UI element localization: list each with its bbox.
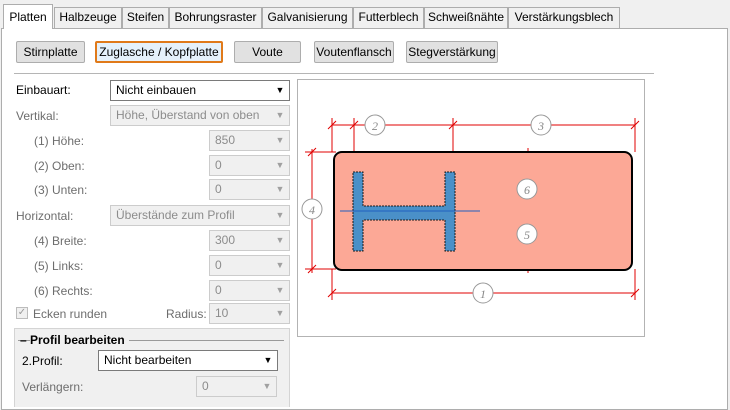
hoehe-label: (1) Höhe:: [34, 134, 85, 148]
unten-label: (3) Unten:: [34, 183, 88, 197]
ecken-runden-label: Ecken runden: [33, 307, 108, 321]
tab-halbzeuge[interactable]: Halbzeuge: [54, 7, 122, 28]
marker-4: 4: [301, 198, 323, 220]
tab-futterblech[interactable]: Futterblech: [353, 7, 424, 28]
chevron-down-icon: ▼: [275, 85, 285, 95]
chevron-down-icon: ▼: [275, 260, 285, 270]
links-value: 0: [215, 258, 222, 272]
unten-select[interactable]: 0 ▼: [209, 179, 290, 200]
radius-select[interactable]: 10 ▼: [209, 303, 290, 324]
chevron-down-icon: ▼: [275, 285, 285, 295]
vertikal-label: Vertikal:: [16, 109, 59, 123]
plate-shape: [333, 151, 633, 271]
verlaengern-label: Verlängern:: [22, 380, 84, 394]
ecken-runden-checkbox[interactable]: ✓: [16, 307, 28, 319]
tab-bohrungsraster[interactable]: Bohrungsraster: [169, 7, 262, 28]
horizontal-value: Überstände zum Profil: [116, 208, 235, 222]
horizontal-label: Horizontal:: [16, 209, 74, 223]
svg-text:4: 4: [309, 203, 315, 217]
einbauart-label: Einbauart:: [16, 83, 71, 97]
profil2-value: Nicht bearbeiten: [104, 353, 192, 367]
tab-schweissnaehte[interactable]: Schweißnähte: [424, 7, 508, 28]
verlaengern-select[interactable]: 0 ▼: [196, 376, 277, 397]
voute-button[interactable]: Voute: [234, 41, 301, 63]
marker-6: 6: [516, 178, 538, 200]
oben-label: (2) Oben:: [34, 159, 85, 173]
links-label: (5) Links:: [34, 259, 84, 273]
radius-value: 10: [215, 306, 229, 320]
rechts-value: 0: [215, 283, 222, 297]
group-collapse-icon[interactable]: –: [20, 333, 27, 347]
svg-text:2: 2: [372, 119, 378, 133]
verlaengern-value: 0: [202, 379, 209, 393]
breite-label: (4) Breite:: [34, 234, 87, 248]
marker-3: 3: [530, 114, 552, 136]
plate-diagram-panel: 2 3 4 6 5 1: [297, 79, 645, 337]
stirnplatte-button[interactable]: Stirnplatte: [16, 41, 85, 63]
chevron-down-icon: ▼: [275, 235, 285, 245]
links-select[interactable]: 0 ▼: [209, 255, 290, 276]
radius-label: Radius:: [166, 307, 207, 321]
breite-value: 300: [215, 233, 236, 247]
svg-text:5: 5: [524, 228, 530, 242]
marker-2: 2: [364, 114, 386, 136]
marker-5: 5: [516, 223, 538, 245]
tab-steifen[interactable]: Steifen: [122, 7, 169, 28]
svg-text:6: 6: [524, 183, 530, 197]
breite-select[interactable]: 300 ▼: [209, 230, 290, 251]
rechts-label: (6) Rechts:: [34, 284, 93, 298]
unten-value: 0: [215, 182, 222, 196]
einbauart-select[interactable]: Nicht einbauen ▼: [110, 80, 290, 101]
hoehe-value: 850: [215, 133, 236, 147]
separator: [14, 73, 654, 74]
group-divider: [18, 340, 284, 341]
plate-diagram: 2 3 4 6 5 1: [301, 114, 640, 304]
svg-text:3: 3: [537, 119, 544, 133]
einbauart-value: Nicht einbauen: [116, 83, 197, 97]
chevron-down-icon: ▼: [263, 355, 273, 365]
chevron-down-icon: ▼: [275, 110, 285, 120]
chevron-down-icon: ▼: [275, 135, 285, 145]
vertikal-select[interactable]: Höhe, Überstand von oben ▼: [110, 105, 290, 126]
rechts-select[interactable]: 0 ▼: [209, 280, 290, 301]
oben-select[interactable]: 0 ▼: [209, 155, 290, 176]
svg-text:1: 1: [480, 287, 486, 301]
vertikal-value: Höhe, Überstand von oben: [116, 108, 260, 122]
hoehe-select[interactable]: 850 ▼: [209, 130, 290, 151]
chevron-down-icon: ▼: [275, 160, 285, 170]
voutenflansch-button[interactable]: Voutenflansch: [314, 41, 394, 63]
stegverstaerkung-button[interactable]: Stegverstärkung: [406, 41, 498, 63]
profil2-label: 2.Profil:: [22, 354, 63, 368]
tab-verstaerkungsblech[interactable]: Verstärkungsblech: [508, 7, 620, 28]
chevron-down-icon: ▼: [275, 184, 285, 194]
oben-value: 0: [215, 158, 222, 172]
chevron-down-icon: ▼: [275, 210, 285, 220]
horizontal-select[interactable]: Überstände zum Profil ▼: [110, 205, 290, 226]
profil-bearbeiten-title: Profil bearbeiten: [30, 333, 129, 347]
tab-galvanisierung[interactable]: Galvanisierung: [262, 7, 353, 28]
profil2-select[interactable]: Nicht bearbeiten ▼: [98, 350, 278, 371]
dimension-markers: 2 3 4 6 5 1: [301, 114, 552, 304]
chevron-down-icon: ▼: [275, 308, 285, 318]
chevron-down-icon: ▼: [262, 381, 272, 391]
marker-1: 1: [472, 282, 494, 304]
tab-platten[interactable]: Platten: [3, 4, 53, 29]
zuglasche-kopfplatte-button[interactable]: Zuglasche / Kopfplatte: [95, 41, 223, 63]
